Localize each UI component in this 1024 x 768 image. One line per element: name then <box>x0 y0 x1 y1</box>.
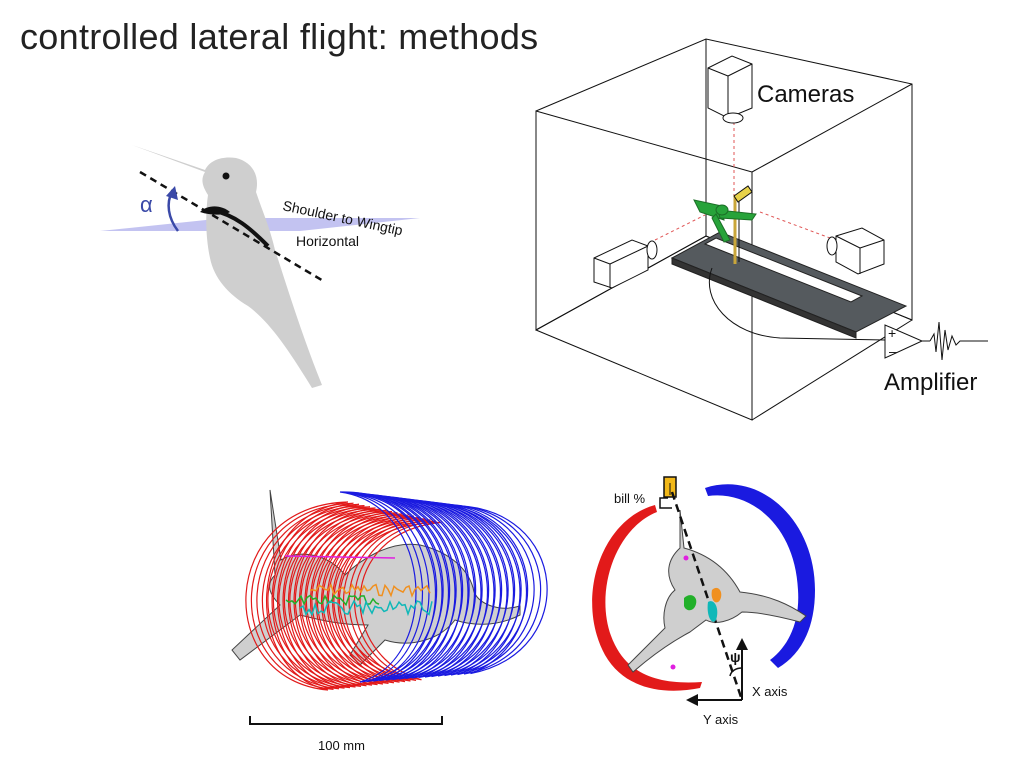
scale-bar-label: 100 mm <box>318 738 365 753</box>
right-wing-stroke-loop <box>450 504 548 675</box>
psi-symbol: ψ <box>730 649 741 665</box>
y-axis-arrow-head <box>686 694 698 706</box>
camera-sightline <box>654 214 706 241</box>
right-wing-stroke-loop <box>359 493 457 682</box>
hummingbird-icon <box>693 199 757 243</box>
bird-side-silhouette <box>132 145 322 388</box>
cyan-marker <box>707 601 718 622</box>
shoulder-wingtip-segment <box>211 208 270 248</box>
left-wing-stroke-loop <box>261 505 365 689</box>
bird-angle-panel: α Shoulder to Wingtip Horizontal <box>100 145 420 388</box>
right-wing-stroke-loop <box>346 492 444 683</box>
alpha-arrow-head <box>166 186 178 200</box>
bill-tip-track <box>284 555 396 559</box>
top-camera-icon <box>707 55 753 124</box>
force-plate-slot <box>703 237 864 303</box>
cube-edge <box>751 83 913 173</box>
green-marker <box>684 595 697 611</box>
orange-marker <box>711 587 722 603</box>
amplifier-icon <box>884 324 924 359</box>
right-wing-stroke-loop <box>372 495 470 681</box>
orange-track <box>309 583 431 598</box>
right-wing-arc <box>705 484 815 668</box>
signal-waveform <box>929 321 988 361</box>
right-wing-stroke-loop <box>385 496 483 680</box>
force-plate-side <box>671 257 857 339</box>
left-wing-stroke-loop <box>245 501 349 691</box>
right-wing-stroke-loop <box>430 502 529 676</box>
trajectory-panel: 100 mm <box>231 489 548 753</box>
left-wing-stroke-loop <box>256 503 360 690</box>
left-wing-stroke-loop <box>267 506 371 689</box>
y-axis-label: Y axis <box>703 712 739 727</box>
bird-eye <box>222 172 230 180</box>
x-axis-label: X axis <box>752 684 788 699</box>
left-camera-icon <box>593 239 658 289</box>
magenta-marker <box>670 664 676 670</box>
left-wing-stroke-loop <box>328 519 431 682</box>
top-view-panel: bill % ψ X axis Y axis <box>592 476 815 727</box>
signal-cable <box>708 267 886 341</box>
left-wing-stroke-loop <box>339 521 442 681</box>
cameras-label: Cameras <box>757 81 854 108</box>
right-wing-stroke-loop <box>417 500 516 677</box>
feeder-icon <box>733 185 753 203</box>
green-track <box>285 594 380 607</box>
cyan-track <box>299 599 433 617</box>
left-wing-stroke-loop <box>272 507 376 688</box>
bill-percent-bracket <box>659 497 672 509</box>
left-wing-stroke-loop <box>300 513 404 685</box>
amplifier-plus-sign: + <box>888 325 896 341</box>
slide-title: controlled lateral flight: methods <box>20 16 539 57</box>
right-camera-icon <box>826 227 885 275</box>
x-axis-arrow-head <box>736 638 748 650</box>
heading-dashed-line <box>670 491 744 701</box>
apparatus-panel: + – Cameras Amplifier <box>535 38 988 421</box>
right-wing-stroke-loop <box>443 504 542 675</box>
right-wing-stroke-loop <box>391 497 490 679</box>
right-wing-stroke-loop <box>398 498 496 679</box>
right-wing-stroke-loop <box>437 503 535 676</box>
left-wing-stroke-loop <box>294 512 398 686</box>
bill-percent-label: bill % <box>614 491 646 506</box>
right-wing-stroke-loop <box>404 499 503 678</box>
scale-bar <box>249 716 443 725</box>
amplifier-label: Amplifier <box>884 369 977 396</box>
right-wing-stroke-loop <box>424 501 522 677</box>
right-wing-stroke-loop <box>339 491 438 683</box>
right-wing-stroke-loop <box>411 500 509 678</box>
left-wing-strokes <box>245 501 442 691</box>
alpha-symbol: α <box>140 192 153 217</box>
right-wing-stroke-loop <box>352 492 451 682</box>
camera-sightline <box>759 211 831 239</box>
right-wing-stroke-loop <box>365 494 464 681</box>
right-wing-stroke-loop <box>378 496 477 680</box>
psi-angle-arc <box>729 667 743 677</box>
left-wing-stroke-loop <box>333 520 437 681</box>
horizontal-label: Horizontal <box>296 233 359 249</box>
right-wing-strokes <box>339 491 548 683</box>
magenta-marker <box>683 555 689 561</box>
left-wing-stroke-loop <box>317 517 420 683</box>
left-wing-stroke-loop <box>250 502 354 690</box>
amplifier-minus-sign: – <box>889 343 897 359</box>
left-wing-stroke-loop <box>322 518 426 683</box>
